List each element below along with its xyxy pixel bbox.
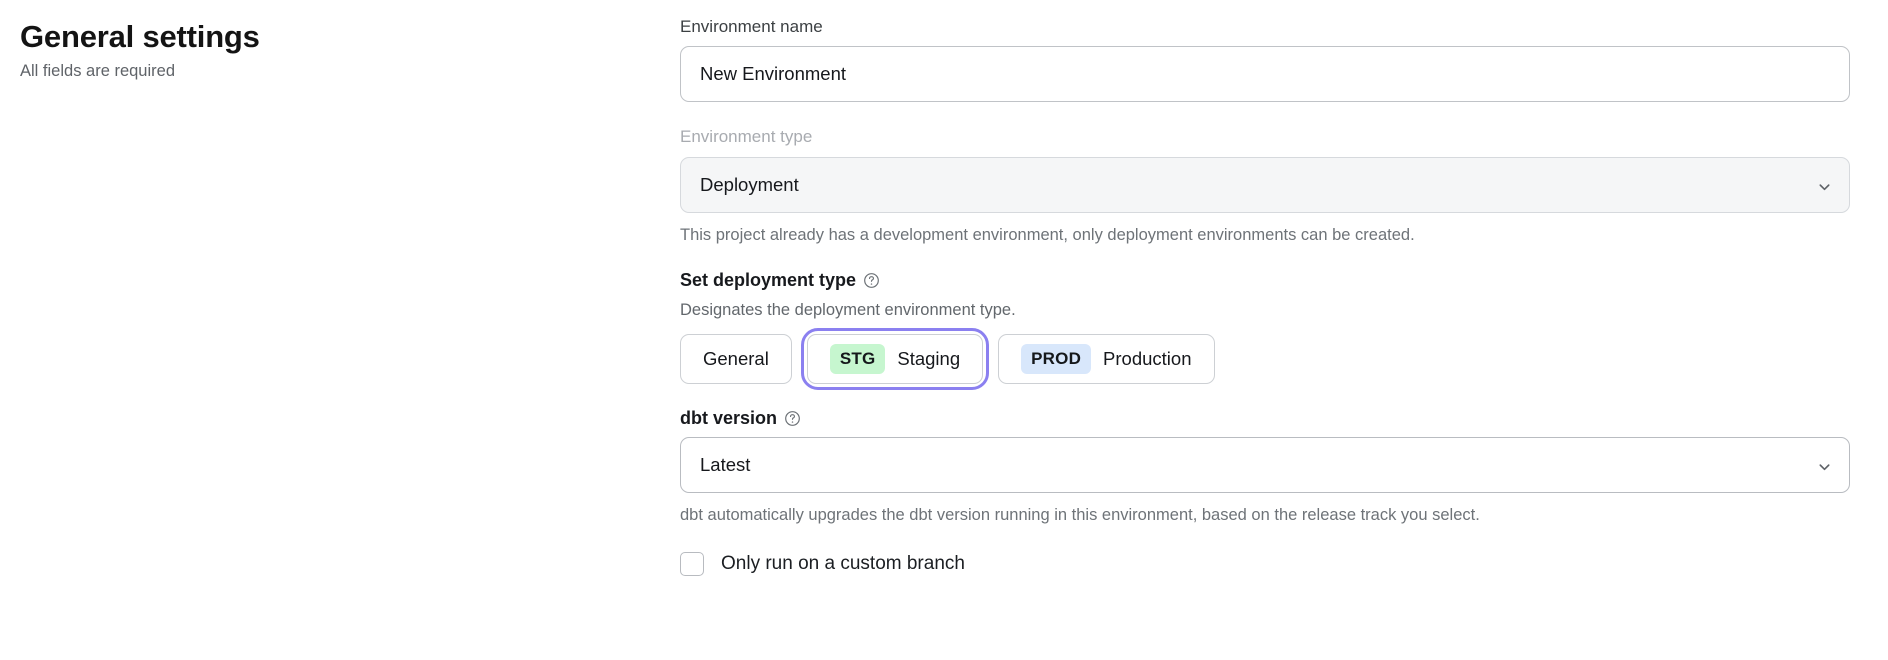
deployment-type-option-staging-wrap: STG Staging bbox=[800, 328, 990, 391]
staging-badge: STG bbox=[829, 344, 886, 375]
deployment-type-option-staging-label: Staging bbox=[897, 348, 961, 370]
deployment-type-option-production-label: Production bbox=[1103, 348, 1192, 370]
environment-type-select[interactable]: Deployment bbox=[680, 156, 1850, 213]
deployment-type-field-group: Set deployment type Designates the deplo… bbox=[680, 270, 1850, 391]
environment-type-label: Environment type bbox=[680, 127, 813, 147]
settings-form-column: Environment name New Environment Environ… bbox=[680, 14, 1850, 660]
deployment-type-option-general-label: General bbox=[703, 348, 769, 370]
environment-name-input[interactable]: New Environment bbox=[680, 46, 1850, 103]
environment-type-value: Deployment bbox=[700, 173, 799, 195]
chevron-down-icon bbox=[1817, 458, 1832, 473]
spacer bbox=[680, 384, 1850, 408]
custom-branch-row: Only run on a custom branch bbox=[680, 552, 1850, 577]
dbt-version-help-text: dbt automatically upgrades the dbt versi… bbox=[680, 506, 1480, 525]
page-subtitle: All fields are required bbox=[20, 62, 175, 81]
environment-type-field-group: Environment type Deployment This project… bbox=[680, 126, 1850, 246]
production-badge: PROD bbox=[1021, 344, 1092, 375]
dbt-version-label: dbt version bbox=[680, 408, 778, 429]
deployment-type-option-general-wrap: General bbox=[680, 334, 792, 385]
deployment-type-option-production-wrap: PROD Production bbox=[998, 334, 1215, 385]
question-circle-icon[interactable] bbox=[784, 410, 801, 427]
deployment-type-option-staging[interactable]: STG Staging bbox=[806, 334, 984, 385]
spacer bbox=[680, 246, 1850, 270]
deployment-type-heading: Set deployment type bbox=[680, 270, 1850, 291]
custom-branch-label[interactable]: Only run on a custom branch bbox=[721, 552, 965, 574]
environment-name-field-group: Environment name New Environment bbox=[680, 16, 1850, 103]
deployment-type-option-general[interactable]: General bbox=[680, 334, 792, 385]
page-title: General settings bbox=[20, 19, 260, 54]
deployment-type-option-group: General STG Staging PROD Production bbox=[680, 328, 1850, 391]
deployment-type-heading-label: Set deployment type bbox=[680, 269, 857, 290]
settings-header-column: General settings All fields are required bbox=[20, 14, 680, 660]
dbt-version-value: Latest bbox=[700, 454, 751, 476]
environment-name-label: Environment name bbox=[680, 17, 823, 36]
deployment-type-description: Designates the deployment environment ty… bbox=[680, 300, 1016, 319]
dbt-version-heading: dbt version bbox=[680, 408, 1850, 429]
question-circle-icon[interactable] bbox=[863, 272, 880, 289]
deployment-type-option-production[interactable]: PROD Production bbox=[998, 334, 1215, 385]
dbt-version-field-group: dbt version Latest dbt automatically upg… bbox=[680, 408, 1850, 526]
spacer bbox=[680, 102, 1850, 126]
chevron-down-icon bbox=[1817, 177, 1832, 192]
custom-branch-checkbox[interactable] bbox=[680, 552, 704, 577]
environment-type-help-text: This project already has a development e… bbox=[680, 225, 1415, 244]
dbt-version-select[interactable]: Latest bbox=[680, 437, 1850, 494]
